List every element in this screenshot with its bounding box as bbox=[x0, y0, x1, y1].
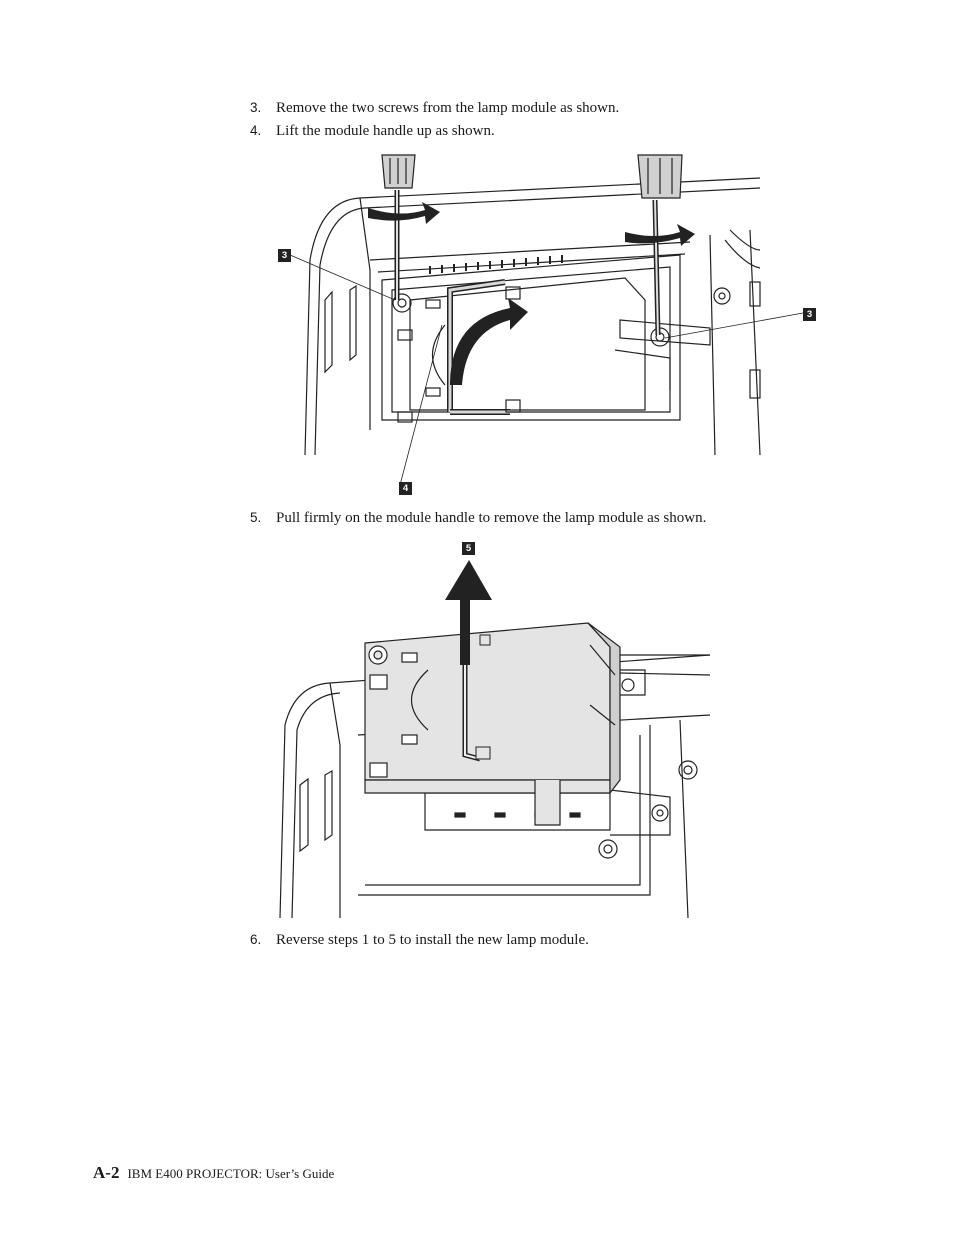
callout-5: 5 bbox=[462, 542, 475, 555]
step-number: 5. bbox=[250, 510, 262, 525]
step-text: Reverse steps 1 to 5 to install the new … bbox=[276, 932, 589, 948]
step-6: 6. Reverse steps 1 to 5 to install the ne… bbox=[250, 931, 589, 949]
page-footer: A-2 IBM E400 PROJECTOR: User’s Guide bbox=[93, 1163, 334, 1183]
step-4: 4. Lift the module handle up as shown. bbox=[250, 122, 495, 140]
figure-pull-lamp-module bbox=[279, 560, 711, 919]
step-text: Pull firmly on the module handle to remo… bbox=[276, 510, 707, 526]
callout-4: 4 bbox=[399, 482, 412, 495]
step-3: 3. Remove the two screws from the lamp mo… bbox=[250, 99, 619, 117]
step-text: Lift the module handle up as shown. bbox=[276, 123, 495, 139]
step-number: 6. bbox=[250, 932, 262, 947]
step-number: 4. bbox=[250, 123, 262, 138]
callout-3: 3 bbox=[278, 249, 291, 262]
step-number: 3. bbox=[250, 100, 262, 115]
book-title: IBM E400 PROJECTOR: User’s Guide bbox=[127, 1166, 335, 1181]
callout-3: 3 bbox=[803, 308, 816, 321]
step-text: Remove the two screws from the lamp modu… bbox=[276, 100, 620, 116]
page-number: A-2 bbox=[93, 1163, 120, 1182]
step-5: 5. Pull firmly on the module handle to re… bbox=[250, 509, 706, 527]
figure-remove-screws-lift-handle bbox=[289, 154, 804, 486]
